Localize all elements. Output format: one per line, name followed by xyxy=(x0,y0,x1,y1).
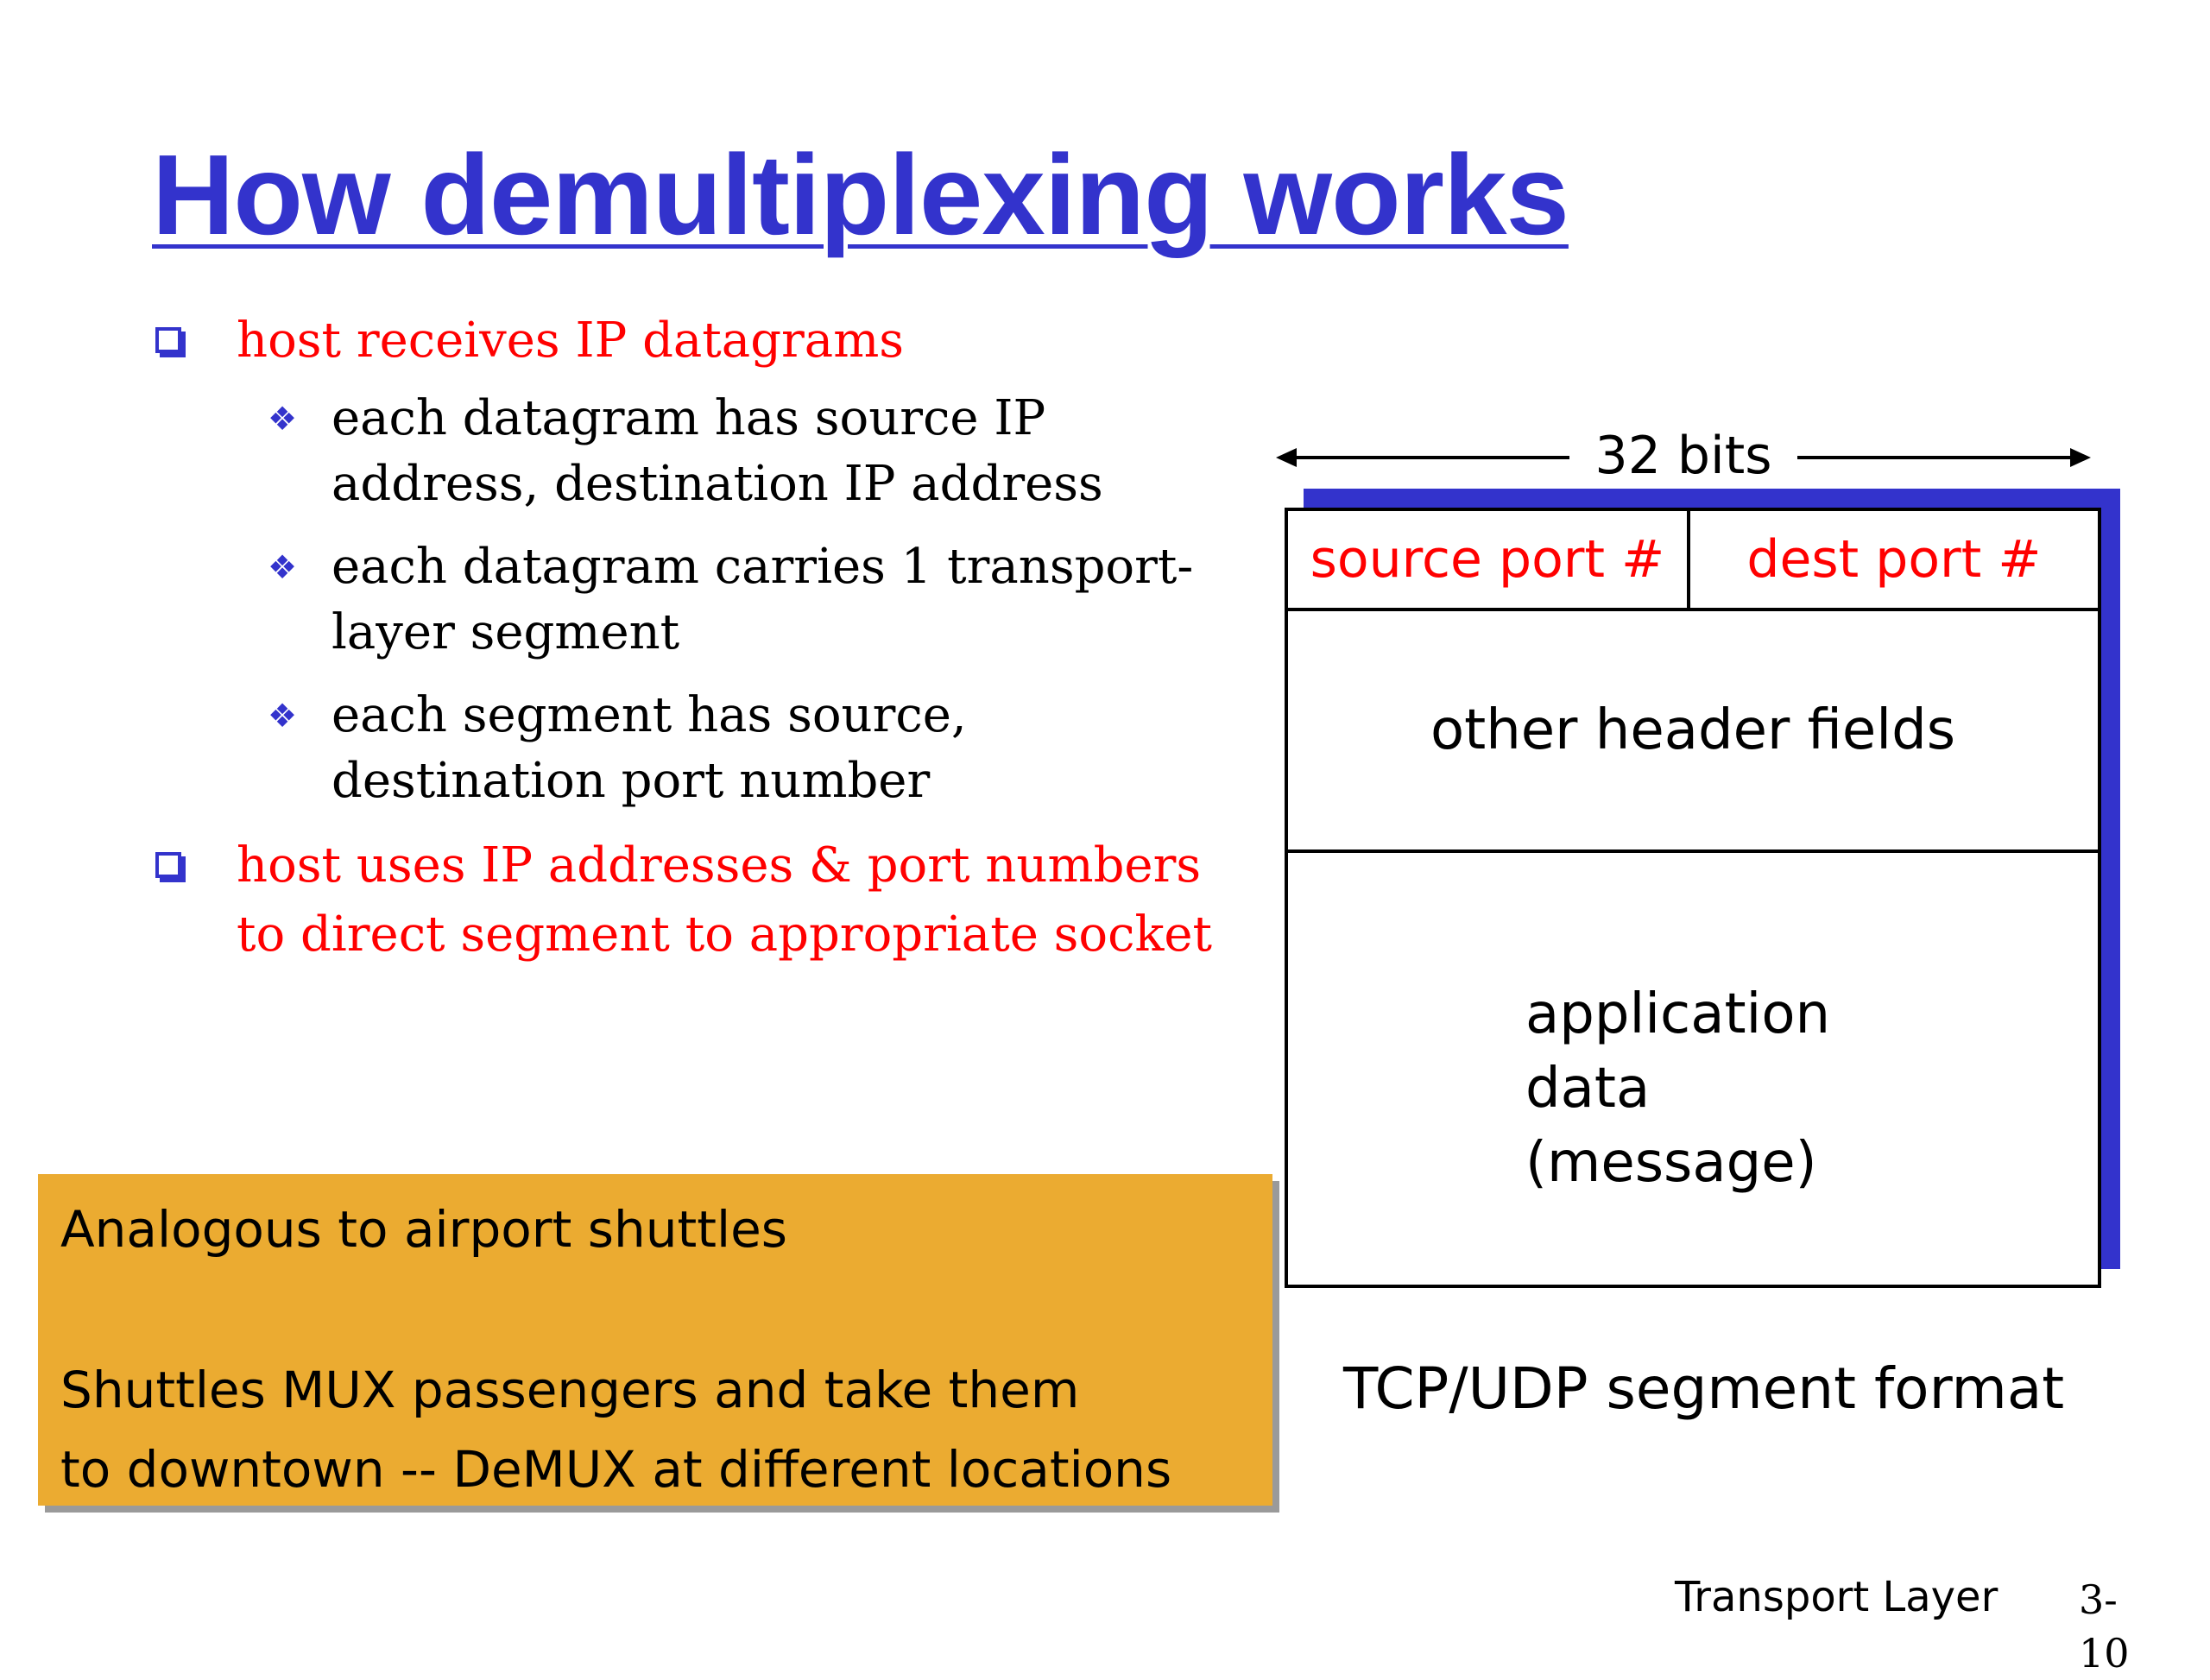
bullet-text-line: to direct segment to appropriate socket xyxy=(237,906,1213,963)
sub-bullet-segment-ports: ❖ each segment has source, destination p… xyxy=(147,683,1183,814)
bullet-list: host receives IP datagrams ❖ each datagr… xyxy=(147,306,1213,969)
sub-bullet-line: destination port number xyxy=(332,753,931,809)
page-number-bottom: 10 xyxy=(2079,1630,2130,1677)
sub-bullet-datagram-segment: ❖ each datagram carries 1 transport- lay… xyxy=(147,534,1194,666)
bullet-host-receives: host receives IP datagrams xyxy=(147,306,1183,376)
bullet-text: host receives IP datagrams xyxy=(237,313,905,369)
analogy-line: to downtown -- DeMUX at different locati… xyxy=(60,1440,1172,1499)
width-indicator: 32 bits xyxy=(1276,421,2091,490)
sub-bullet-line: each datagram carries 1 transport- xyxy=(332,539,1194,595)
arrow-left-icon xyxy=(1276,448,1297,467)
bullet-text-line: host uses IP addresses & port numbers xyxy=(237,837,1202,894)
slide-title: How demultiplexing works xyxy=(152,131,1569,258)
application-data-field: application data (message) xyxy=(1525,977,1830,1200)
bullet-host-uses: host uses IP addresses & port numbers to… xyxy=(147,831,1213,969)
analogy-callout: Analogous to airport shuttles Shuttles M… xyxy=(38,1174,1272,1506)
analogy-line: Analogous to airport shuttles xyxy=(60,1200,788,1259)
sub-bullet-line: each datagram has source IP xyxy=(332,390,1046,446)
arrow-right-icon xyxy=(2070,448,2091,467)
port-row: source port # dest port # xyxy=(1288,511,2098,611)
source-port-field: source port # xyxy=(1288,511,1690,608)
sub-bullet-line: address, destination IP address xyxy=(332,456,1103,512)
page-number-top: 3- xyxy=(2079,1576,2118,1623)
sub-bullet-datagram-addresses: ❖ each datagram has source IP address, d… xyxy=(147,386,1183,517)
arrow-line-left xyxy=(1293,456,1569,459)
payload-line: (message) xyxy=(1525,1131,1817,1195)
width-label: 32 bits xyxy=(1594,426,1772,486)
sub-bullet-line: layer segment xyxy=(332,604,680,660)
segment-format-diagram: source port # dest port # other header f… xyxy=(1285,508,2101,1288)
square-bullet-icon xyxy=(155,852,181,878)
square-bullet-icon xyxy=(155,327,181,353)
diamond-bullet-icon: ❖ xyxy=(268,400,298,438)
payload-line: application xyxy=(1525,982,1831,1046)
diamond-bullet-icon: ❖ xyxy=(268,548,298,586)
other-header-fields: other header fields xyxy=(1288,611,2098,853)
analogy-line: Shuttles MUX passengers and take them xyxy=(60,1361,1080,1419)
diagram-caption: TCP/UDP segment format xyxy=(1343,1355,2065,1422)
page-number: 3- 10 xyxy=(2079,1573,2130,1680)
dest-port-field: dest port # xyxy=(1746,529,2042,590)
footer-section-label: Transport Layer xyxy=(1675,1573,1998,1621)
arrow-line-right xyxy=(1797,456,2074,459)
diamond-bullet-icon: ❖ xyxy=(268,697,298,735)
sub-bullet-line: each segment has source, xyxy=(332,687,967,743)
payload-line: data xyxy=(1525,1057,1651,1121)
